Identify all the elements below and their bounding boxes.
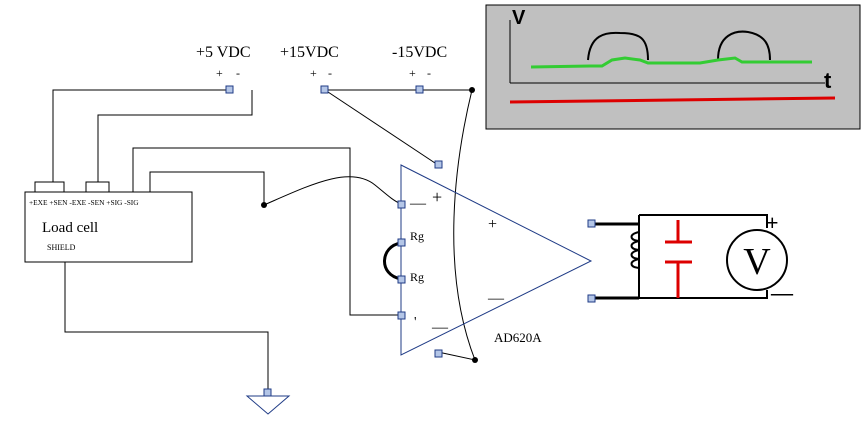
voltmeter-plus: + <box>766 210 779 235</box>
wire-sig-minus <box>149 171 265 205</box>
wire-to-inverting-input <box>263 176 402 206</box>
load-cell-pins-label: +EXE +SEN -EXE -SEN +SIG -SIG <box>29 198 139 207</box>
terminal-amp-inverting <box>397 200 406 209</box>
wire-bottom-rail <box>638 215 768 299</box>
wire-plus15-supply <box>324 89 439 166</box>
amp-bottom-supply-mark: — <box>431 319 449 336</box>
terminal-amp-top-supply <box>434 160 443 169</box>
terminal-out-minus <box>587 294 596 303</box>
terminal-amp-noninverting <box>397 311 406 320</box>
wire-exe-plus <box>52 89 230 183</box>
terminal-amp-rg-top <box>397 238 406 247</box>
capacitor-symbol <box>665 220 692 298</box>
amp-model-label: AD620A <box>494 330 542 345</box>
load-cell-body <box>24 191 193 263</box>
junction-dot-supply <box>469 87 475 93</box>
supply-minus15-label: -15VDC <box>392 44 447 61</box>
supply-plus15-label: +15VDC <box>280 44 339 61</box>
supply-5v-minus: - <box>236 66 240 80</box>
wire-shield-ground <box>64 262 269 393</box>
supply-plus15-plus: + <box>310 66 317 80</box>
amplifier-triangle <box>400 164 593 356</box>
voltmeter-v-label: V <box>743 241 771 283</box>
load-cell-tab-right <box>85 181 110 193</box>
wire-exe-minus <box>97 90 253 183</box>
terminal-15v-plus <box>320 85 329 94</box>
scope-x-label: t <box>824 68 832 93</box>
load-cell-tab-left <box>34 181 65 193</box>
wire-top-rail <box>639 214 768 228</box>
amp-out-plus-mark: + <box>488 216 497 233</box>
amp-rg-top-label: Rg <box>410 229 424 243</box>
terminal-out-plus <box>587 219 596 228</box>
supply-minus15-plus: + <box>409 66 416 80</box>
amp-inverting-mark: — <box>409 195 427 212</box>
terminals <box>225 85 596 397</box>
load-cell-title: Load cell <box>42 220 98 236</box>
ground-icon <box>245 395 291 415</box>
junction-dot-sig <box>261 202 267 208</box>
scope-reference-trace <box>509 96 836 104</box>
terminal-amp-bottom-supply <box>434 349 443 358</box>
junction-dot-minus15 <box>472 357 478 363</box>
supply-minus15-minus: - <box>427 66 431 80</box>
amp-rg-bottom-label: Rg <box>410 270 424 284</box>
amp-lower-input-mark: ' <box>414 315 417 330</box>
supply-plus15-minus: - <box>328 66 332 80</box>
terminal-5v-plus <box>225 85 234 94</box>
voltmeter-minus: — <box>770 280 794 305</box>
amp-out-minus-mark: — <box>487 290 505 307</box>
coil-symbol <box>630 231 640 269</box>
scope-inset: V t <box>485 4 861 130</box>
terminal-ground <box>263 388 272 397</box>
wiring <box>52 89 768 393</box>
terminal-minus15-plus <box>415 85 424 94</box>
scope-pulse-outline-1 <box>587 31 649 61</box>
supply-5v-plus: + <box>216 66 223 80</box>
scope-y-label: V <box>512 7 526 29</box>
load-cell-shield-label: SHIELD <box>47 243 76 252</box>
supply-5v-label: +5 VDC <box>196 44 251 61</box>
rg-jumper <box>383 241 402 281</box>
scope-pulse-outline-2 <box>717 30 771 61</box>
wire-minus15-supply <box>437 89 476 361</box>
scope-signal-trace <box>530 56 812 69</box>
voltmeter-symbol <box>726 229 788 291</box>
wire-sig-plus <box>132 147 401 316</box>
amp-top-supply-mark: + <box>432 187 442 207</box>
terminal-amp-rg-bottom <box>397 275 406 284</box>
